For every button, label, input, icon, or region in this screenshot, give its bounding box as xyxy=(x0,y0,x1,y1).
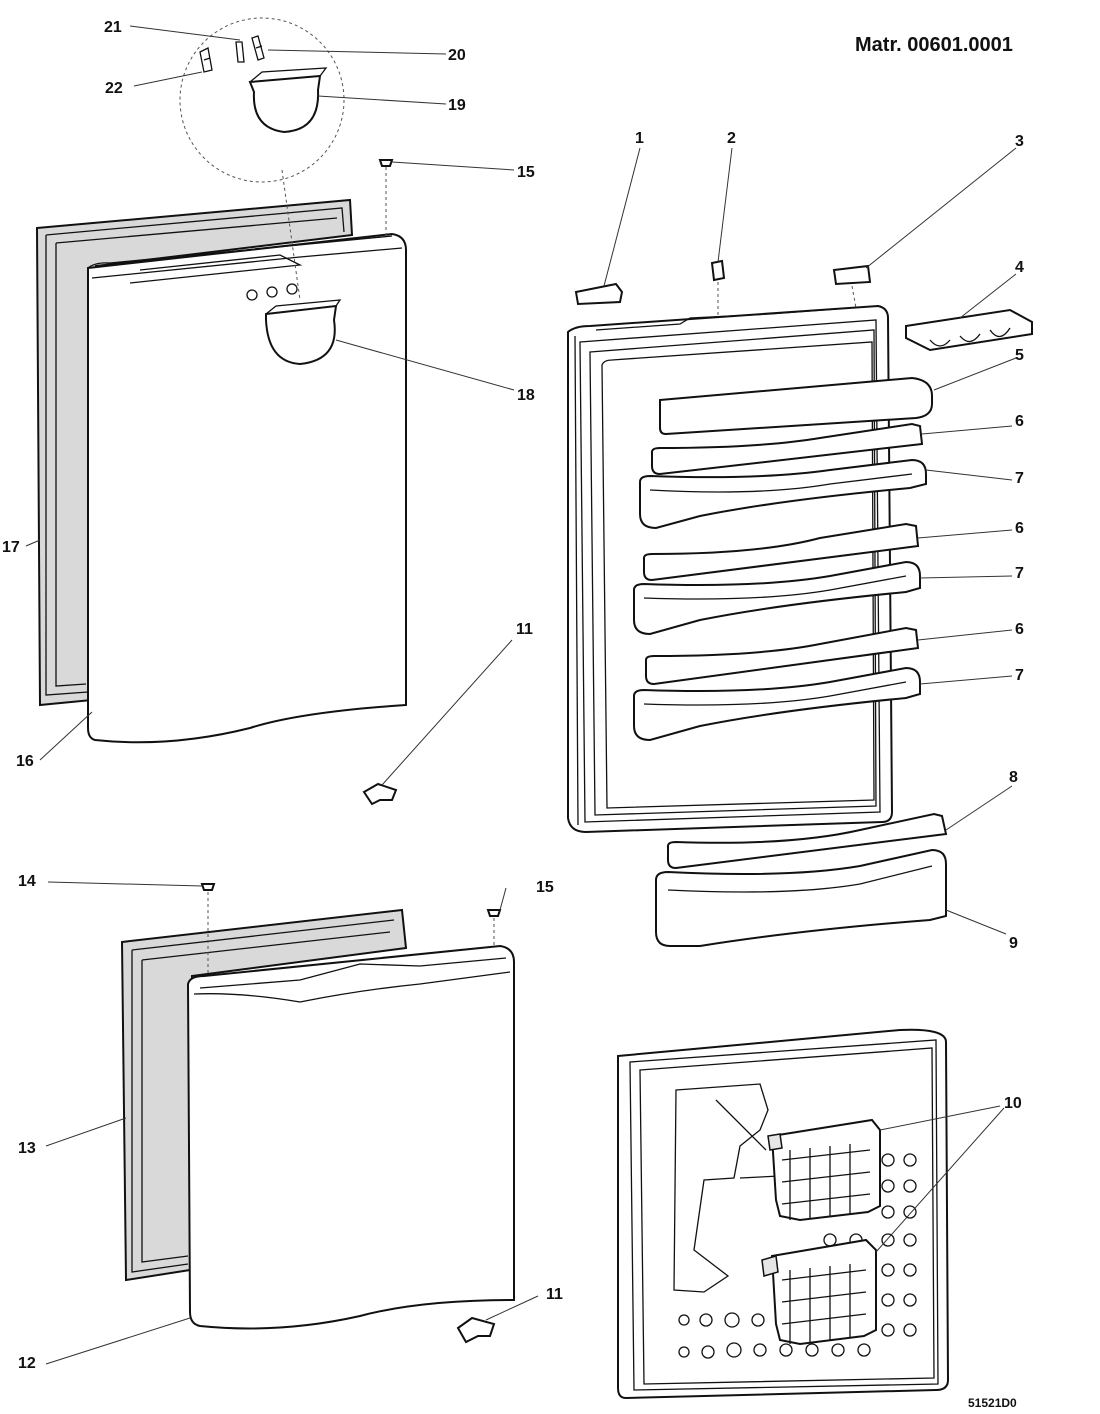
egg-tray xyxy=(905,308,1033,352)
callout-2: 2 xyxy=(727,130,736,147)
callout-6b: 6 xyxy=(1015,520,1024,537)
wide-door-shelf xyxy=(639,458,927,530)
lower-door-assembly xyxy=(120,883,515,1344)
clip-part xyxy=(251,35,265,61)
callout-16: 16 xyxy=(16,753,34,770)
callout-15-top: 15 xyxy=(517,164,535,181)
detail-circle xyxy=(179,17,345,183)
narrow-door-shelf xyxy=(651,422,924,476)
callout-21: 21 xyxy=(104,19,122,36)
callout-17: 17 xyxy=(2,539,20,556)
callout-7c: 7 xyxy=(1015,667,1024,684)
callout-11-upper: 11 xyxy=(516,621,533,638)
callout-13: 13 xyxy=(18,1140,36,1157)
handle-bracket xyxy=(248,74,322,134)
callout-7b: 7 xyxy=(1015,565,1024,582)
callout-11-lower: 11 xyxy=(546,1286,563,1303)
upper-hinge xyxy=(362,782,398,806)
ice-tray xyxy=(770,1238,877,1346)
drawing-code: 51521D0 xyxy=(968,1396,1017,1410)
callout-9: 9 xyxy=(1009,935,1018,952)
callout-10: 10 xyxy=(1004,1095,1022,1112)
callout-20: 20 xyxy=(448,47,466,64)
callout-8: 8 xyxy=(1009,769,1018,786)
callout-22: 22 xyxy=(105,80,123,97)
callout-1: 1 xyxy=(635,130,644,147)
freezer-liner-assembly xyxy=(617,1028,950,1400)
upper-door-gasket xyxy=(35,198,354,707)
callout-4: 4 xyxy=(1015,259,1024,276)
hinge-cover xyxy=(574,282,624,306)
narrow-door-shelf xyxy=(643,522,920,582)
lower-hinge xyxy=(456,1316,496,1344)
clip-part xyxy=(235,41,245,63)
top-screw xyxy=(378,159,394,167)
wide-door-shelf xyxy=(633,560,921,636)
clip-part xyxy=(199,47,213,73)
callout-19: 19 xyxy=(448,97,466,114)
top-cap xyxy=(832,264,872,286)
door-control-button xyxy=(286,283,298,295)
door-control-button xyxy=(266,286,278,298)
narrow-door-shelf xyxy=(645,626,920,686)
callout-3: 3 xyxy=(1015,133,1024,150)
wide-door-shelf xyxy=(633,666,921,742)
lower-door-gasket xyxy=(120,908,408,1282)
callout-6c: 6 xyxy=(1015,621,1024,638)
material-number: Matr. 00601.0001 xyxy=(855,34,1013,56)
ice-tray xyxy=(770,1118,881,1222)
callout-12: 12 xyxy=(18,1355,36,1372)
leader-lines xyxy=(25,25,1017,1365)
door-control-button xyxy=(246,289,258,301)
callout-15-bottom: 15 xyxy=(536,879,554,896)
callout-labels: 21 20 22 19 15 18 17 11 16 1 2 3 4 5 6 7… xyxy=(2,19,1024,1372)
lower-left-screw xyxy=(200,883,216,891)
bottle-rail xyxy=(667,812,948,870)
small-plug xyxy=(710,259,726,282)
callout-6a: 6 xyxy=(1015,413,1024,430)
upper-door-handle xyxy=(265,304,338,366)
upper-door-panel xyxy=(87,232,407,744)
lower-door-panel xyxy=(186,944,515,1330)
callout-5: 5 xyxy=(1015,347,1024,364)
callout-7a: 7 xyxy=(1015,470,1024,487)
callout-14: 14 xyxy=(18,873,36,890)
butter-compartment xyxy=(659,376,933,436)
upper-door-assembly xyxy=(35,159,513,806)
bottle-shelf xyxy=(655,848,947,947)
lower-right-screw xyxy=(486,909,502,917)
inner-door-liner-assembly xyxy=(567,259,1033,947)
freezer-liner-holes xyxy=(678,1153,917,1359)
callout-18: 18 xyxy=(517,387,535,404)
